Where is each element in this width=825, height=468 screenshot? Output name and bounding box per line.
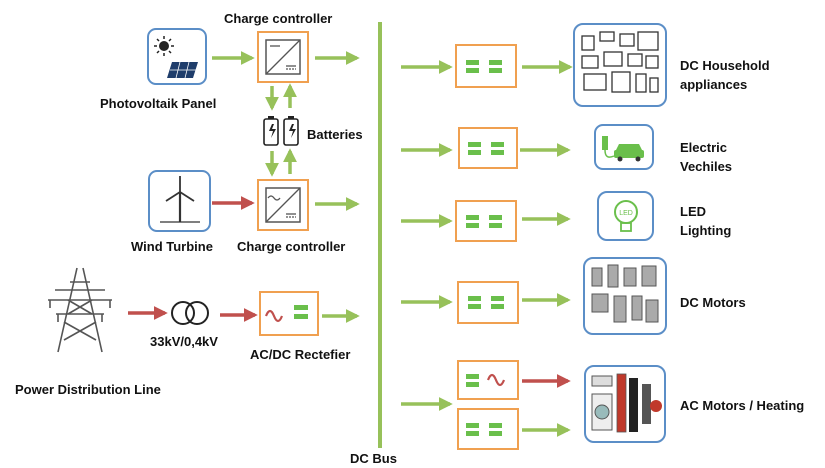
- charge-controller-top-label: Charge controller: [224, 11, 333, 26]
- transformer-label: 33kV/0,4kV: [150, 334, 218, 349]
- load-led-label-line1: LED: [680, 204, 706, 219]
- load-led-label-line2: Lighting: [680, 223, 732, 238]
- dc-dc-converter-ev: [458, 127, 518, 169]
- dc-motors-icon: [583, 257, 667, 335]
- ac-dc-rectifier: [259, 291, 319, 336]
- dc-bus-label: DC Bus: [350, 451, 397, 466]
- power-distribution-line-label: Power Distribution Line: [15, 382, 161, 397]
- batteries-label: Batteries: [307, 127, 363, 142]
- load-dc-motors-label: DC Motors: [680, 295, 746, 310]
- dc-dc-converter-led: [455, 200, 517, 242]
- dc-dc-converter-household: [455, 44, 517, 88]
- load-household-label-line1: DC Household: [680, 58, 770, 73]
- svg-text:LED: LED: [619, 210, 633, 217]
- solar-panel-icon: [147, 28, 207, 85]
- load-household-label-line2: appliances: [680, 77, 748, 92]
- ev-charging-icon: [594, 124, 654, 170]
- transformer-icon: [171, 301, 209, 325]
- wind-turbine-icon: [148, 170, 211, 232]
- dc-dc-converter-heating: [457, 408, 519, 450]
- charge-controller-bottom-label: Charge controller: [237, 239, 346, 254]
- dc-dc-converter-motors: [457, 281, 519, 324]
- dc-ac-inverter: [457, 360, 519, 400]
- wind-turbine-label: Wind Turbine: [131, 239, 213, 254]
- led-bulb-icon: LED: [597, 191, 654, 241]
- charge-controller-top: [257, 31, 309, 83]
- load-ev-label-line2: Vechiles: [680, 159, 733, 174]
- battery-icon: [263, 116, 299, 146]
- charge-controller-bottom: [257, 179, 309, 231]
- power-pylon-icon: [48, 267, 112, 353]
- rectifier-label: AC/DC Rectefier: [250, 347, 351, 362]
- load-ev-label-line1: Electric: [680, 140, 727, 155]
- photovoltaic-panel-label: Photovoltaik Panel: [100, 96, 217, 111]
- ac-appliances-icon: [584, 365, 666, 443]
- load-ac-motors-heating-label: AC Motors / Heating: [680, 398, 805, 413]
- appliances-icon: [573, 23, 667, 107]
